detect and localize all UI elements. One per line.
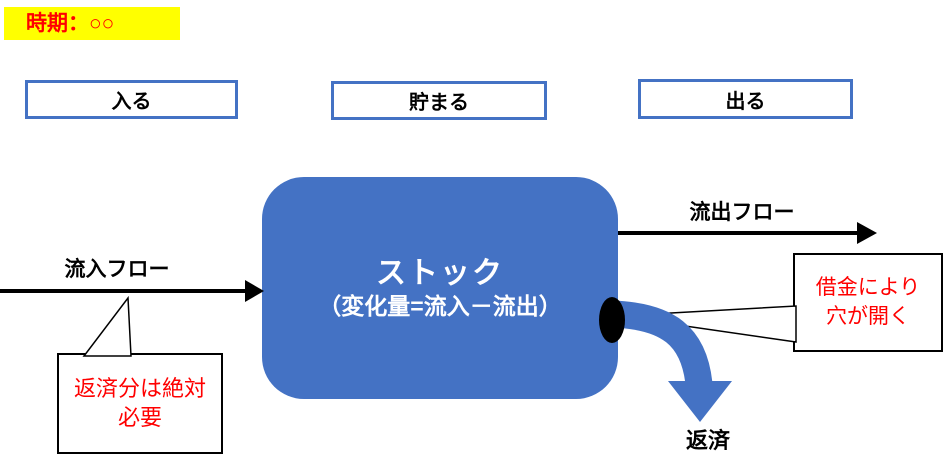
outflow-label: 流出フロー (689, 201, 795, 224)
header-box-accumulate: 貯まる (331, 81, 547, 120)
stock-title: ストック (376, 256, 504, 290)
stock-box: ストック （変化量=流入－流出） (262, 177, 618, 399)
callout-right-line1: 借金により (815, 276, 921, 300)
header-accumulate-label: 貯まる (409, 92, 469, 114)
callout-right-line2: 穴が開く (826, 304, 910, 328)
inflow-label: 流入フロー (64, 258, 170, 281)
period-title-text: 時期：○○ (26, 12, 115, 35)
header-box-enter: 入る (25, 80, 238, 119)
callout-left-line2: 必要 (117, 404, 162, 430)
header-exit-label: 出る (725, 90, 766, 113)
callout-repayment-necessary: 返済分は絶対 必要 (57, 353, 223, 454)
repayment-arrow-icon (611, 300, 732, 422)
callout-right-tail (615, 305, 797, 343)
stock-subtitle: （変化量=流入－流出） (318, 293, 562, 320)
repayment-label: 返済 (685, 428, 730, 453)
inflow-arrow-icon (0, 280, 264, 302)
period-title: 時期：○○ (4, 7, 180, 40)
callout-left-line1: 返済分は絶対 (73, 375, 206, 401)
callout-debt-hole: 借金により 穴が開く (793, 253, 943, 352)
callout-left-tail (82, 295, 132, 357)
header-enter-label: 入る (111, 91, 152, 113)
header-box-exit: 出る (638, 79, 853, 119)
